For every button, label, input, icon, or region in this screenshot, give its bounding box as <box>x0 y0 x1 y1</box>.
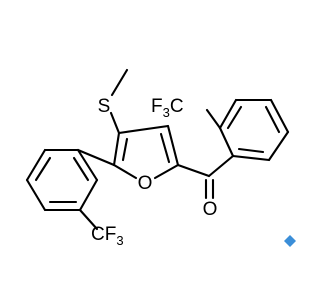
top-cf3-c: C <box>170 96 184 117</box>
bottom-cf3-subscript: 3 <box>116 233 123 248</box>
bond-ring-a-double-2 <box>264 105 281 134</box>
bond-ring-a-2 <box>267 130 290 162</box>
bond-ring-b-double-3 <box>72 156 90 182</box>
top-cf3-f: F <box>151 96 163 117</box>
bond-furan-c4-c5 <box>166 124 180 167</box>
bond-ring-a-3 <box>269 98 290 134</box>
ring-oxygen-label: O <box>138 173 153 194</box>
bond-ring-a-1 <box>231 154 271 162</box>
bond-ring-b-5 <box>78 178 99 212</box>
bond-ring-b-3 <box>25 178 47 212</box>
bond-ring-a-double-3 <box>226 105 243 130</box>
top-cf3-subscript: 3 <box>163 105 170 120</box>
bond-furan-c3-c4 <box>117 124 170 135</box>
bond-furan-c2-c3 <box>112 131 121 167</box>
bond-c3-s <box>109 111 121 135</box>
carbonyl-oxygen-label: O <box>203 199 218 220</box>
top-cf3-label: F3C <box>151 96 184 120</box>
bond-furan-o-c2 <box>112 163 138 180</box>
bond-furan-c5-o <box>153 163 180 180</box>
bottom-cf3-cf: CF <box>91 224 116 245</box>
molecule-structure-diagram: S O O F3C CF3 <box>25 68 296 248</box>
bond-ring-b-6 <box>76 148 99 182</box>
bond-carbonyl-aryl <box>207 154 235 178</box>
bond-c5-carbonyl <box>176 163 211 178</box>
bond-s-methyl <box>110 68 129 97</box>
bond-ring-b-double-1 <box>34 156 52 182</box>
bond-ring-b-cf3 <box>78 208 99 231</box>
bond-ring-a-6 <box>218 126 235 158</box>
diamond-icon <box>284 235 296 247</box>
bond-ring-a-5 <box>218 98 238 130</box>
bond-ring-a-cf3 <box>205 108 222 130</box>
bond-ring-b-2 <box>25 148 47 182</box>
bond-furan-c2-c3-double <box>121 137 129 162</box>
bond-ring-a-double-1 <box>237 147 265 154</box>
bottom-cf3-label: CF3 <box>91 224 124 248</box>
bond-furan-c4-c5-double <box>159 132 171 164</box>
sulfur-label: S <box>98 96 111 117</box>
bond-c2-aryl <box>76 148 116 167</box>
